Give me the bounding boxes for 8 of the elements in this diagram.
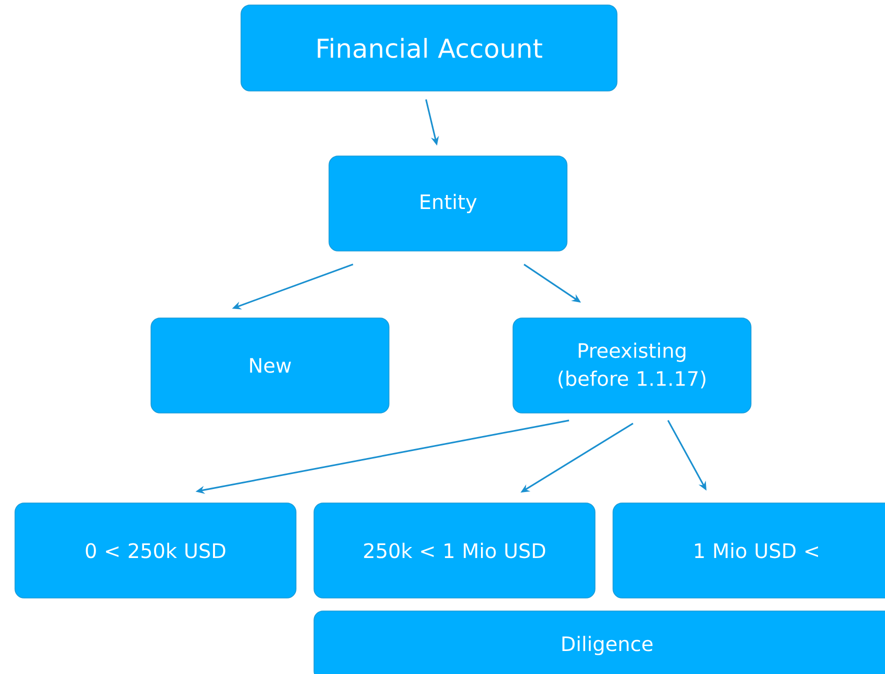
- category-box: 250k < 1 Mio USD: [314, 502, 596, 598]
- category-box: Diligence: [314, 610, 885, 674]
- category-box: New: [150, 318, 390, 414]
- category-box: Preexisting (before 1.1.17): [512, 318, 752, 414]
- category-box: Entity: [328, 156, 568, 252]
- category-box: 1 Mio USD <: [612, 502, 885, 598]
- title-box: Financial Account: [240, 4, 618, 92]
- category-box: 0 < 250k USD: [14, 502, 296, 598]
